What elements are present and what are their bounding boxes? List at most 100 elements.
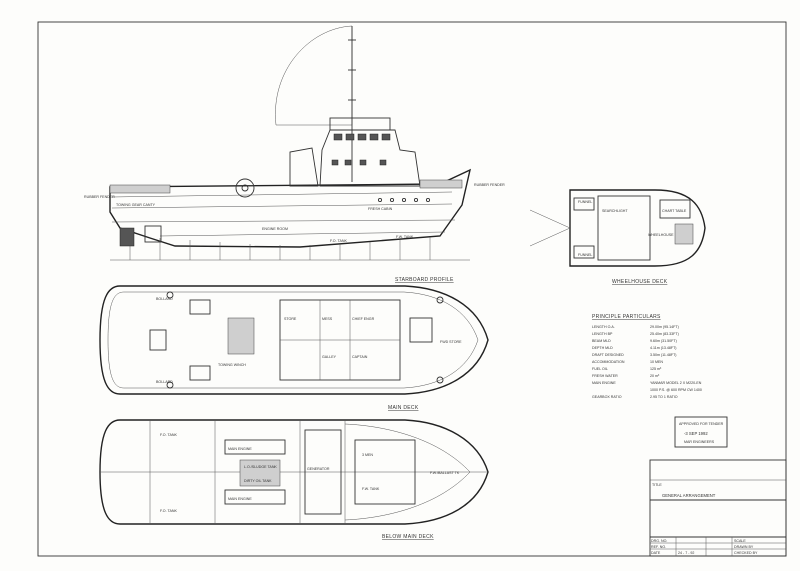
label-wheelhouse: WHEELHOUSE: [648, 233, 674, 237]
label-generator: GENERATOR: [307, 467, 330, 471]
label-funnel-top: FUNNEL: [578, 200, 592, 204]
label-fw-tank: F.W. TANK: [396, 235, 414, 239]
label-fo-tank-port: F.O. TANK: [160, 433, 177, 437]
profile-superstructure: [319, 129, 421, 187]
towing-winch-drum: [235, 178, 255, 198]
particulars-value: 3.50m (11.48FT): [650, 353, 677, 357]
below-deck-outline: [99, 419, 489, 525]
rudder: [119, 227, 135, 247]
frame-ticks-profile: [110, 236, 470, 261]
particulars-label: FUEL OIL: [592, 367, 608, 371]
label-chief-engr: CHIEF ENGR: [352, 317, 375, 321]
main-engine-port: [224, 439, 286, 455]
wheelhouse-deck-outline: [569, 189, 706, 267]
principle-particulars: PRINCIPLE PARTICULARS LENGTH O.A. 29.00m …: [592, 314, 702, 399]
engine-casing: [227, 317, 255, 355]
label-rubber-fender-aft: RUBBER FENDER: [84, 195, 115, 199]
label-fw-tank-below: F.W. TANK: [362, 487, 380, 491]
particulars-label: ACCOMMODATION: [592, 360, 625, 364]
stamp-line-2: -3 SEP 1992: [684, 431, 708, 436]
main-deck-outline: [99, 285, 489, 395]
particulars-label: MAIN ENGINE: [592, 381, 616, 385]
drawing-title: GENERAL ARRANGEMENT: [662, 493, 716, 498]
date-value: 24 - 7 - 92: [678, 551, 694, 555]
label-towing-winch: TOWING WINCH: [218, 363, 246, 367]
caption-below-main-deck: BELOW MAIN DECK: [382, 534, 434, 540]
drawn-by-label: DRAWN BY: [734, 545, 754, 549]
label-main-engine-stbd: MAIN ENGINE: [228, 497, 252, 501]
label-searchlight: SEARCHLIGHT: [602, 209, 628, 213]
particulars-label: LENGTH BP: [592, 332, 613, 336]
towing-hook: [149, 329, 167, 351]
label-fo-tank-stbd: F.O. TANK: [160, 509, 177, 513]
label-galley: GALLEY: [322, 355, 337, 359]
particulars-value: 1000 P.S. @ 600 RPM CW 1400: [650, 388, 702, 392]
particulars-value: 20 m³: [650, 374, 660, 378]
particulars-value: 4.11m (13.48FT): [650, 346, 677, 350]
profile-funnel: [289, 147, 319, 187]
label-store: STORE: [284, 317, 297, 321]
particulars-value: 29.00m (95.14FT): [650, 325, 679, 329]
particulars-value: 9.60m (31.50FT): [650, 339, 677, 343]
main-deck-view: BOLLARD BOLLARD TOWING WINCH GALLEY CAPT…: [99, 285, 489, 411]
wheelhouse-deck-view: FUNNEL FUNNEL SEARCHLIGHT CHART TABLE WH…: [529, 189, 706, 285]
mast-sail-outline: [275, 25, 353, 126]
title-block: TITLE GENERAL ARRANGEMENT DRG. NO. REF. …: [649, 459, 787, 557]
drawing-border: [37, 21, 787, 557]
label-engine-room: ENGINE ROOM: [262, 227, 288, 231]
label-captain: CAPTAIN: [352, 355, 368, 359]
label-funnel-bottom: FUNNEL: [578, 253, 592, 257]
label-lo-sludge: L.O./SLUDGE TANK: [244, 465, 277, 469]
profile-wheelhouse-roof: [329, 117, 391, 131]
checked-by-label: CHECKED BY: [734, 551, 758, 555]
stamp-line-1: APPROVED FOR TENDER: [679, 422, 724, 426]
scale-label: SCALE: [734, 539, 746, 543]
chart-table: [659, 199, 691, 219]
fwd-fender-strip: [419, 179, 463, 189]
stamp-line-3: MAR ENGINEERS: [684, 440, 715, 444]
ref-no-label: REF. NO.: [651, 545, 666, 549]
particulars-label: BEAM MLD: [592, 339, 611, 343]
kort-nozzle: [144, 225, 162, 243]
particulars-value: 10 MEN: [650, 360, 663, 364]
particulars-label: FRESH WATER: [592, 374, 618, 378]
label-fo-tank: F.O. TANK: [330, 239, 347, 243]
below-main-deck-view: MAIN ENGINE MAIN ENGINE L.O./SLUDGE TANK…: [99, 419, 489, 540]
caption-starboard-profile: STARBOARD PROFILE: [395, 277, 454, 283]
drg-no-label: DRG. NO.: [651, 539, 667, 543]
label-fwd-peak: F.W./BALLAST TK: [430, 471, 460, 475]
caption-wheelhouse-deck: WHEELHOUSE DECK: [612, 279, 668, 285]
particulars-rows: LENGTH O.A. 29.00m (95.14FT) LENGTH BP 25.4…: [592, 325, 702, 399]
label-fresh-cabin: FRESH CABIN: [368, 207, 393, 211]
lo-sludge-tank: [239, 459, 281, 487]
label-bollard-bottom: BOLLARD: [156, 380, 173, 384]
label-towing-gear: TOWING GEAR CANTY: [116, 203, 156, 207]
particulars-label: LENGTH O.A.: [592, 325, 615, 329]
label-chart-table: CHART TABLE: [662, 209, 687, 213]
profile-hull: [109, 168, 472, 248]
aft-fender-strip: [109, 184, 171, 194]
date-label: DATE: [651, 551, 661, 555]
main-engine-stbd: [224, 489, 286, 505]
label-rubber-fender-fwd: RUBBER FENDER: [474, 183, 505, 187]
particulars-value: 2.95 TO 1 RATIO: [650, 395, 678, 399]
particulars-heading: PRINCIPLE PARTICULARS: [592, 314, 661, 320]
caption-main-deck: MAIN DECK: [388, 405, 419, 411]
particulars-value: 25.40m (83.33FT): [650, 332, 679, 336]
label-crew-men: 3 MEN: [362, 453, 373, 457]
particulars-value: 125 m³: [650, 367, 662, 371]
particulars-value: YANMAR MODEL 2 X M220-EN: [650, 381, 702, 385]
title-label: TITLE: [652, 483, 662, 487]
label-mess: MESS: [322, 317, 333, 321]
particulars-label: DRAFT DESIGNED: [592, 353, 624, 357]
label-main-engine-port: MAIN ENGINE: [228, 447, 252, 451]
particulars-label: DEPTH MLD: [592, 346, 613, 350]
label-fwd-store: FWD STORE: [440, 340, 462, 344]
particulars-label: GEARBOX RATIO: [592, 395, 622, 399]
label-dirty-oil: DIRTY OIL TANK: [244, 479, 272, 483]
label-bollard-top: BOLLARD: [156, 297, 173, 301]
starboard-profile-view: RUBBER FENDER RUBBER FENDER TOWING GEAR …: [84, 25, 505, 283]
approval-stamp: APPROVED FOR TENDER -3 SEP 1992 MAR ENGI…: [674, 416, 728, 448]
